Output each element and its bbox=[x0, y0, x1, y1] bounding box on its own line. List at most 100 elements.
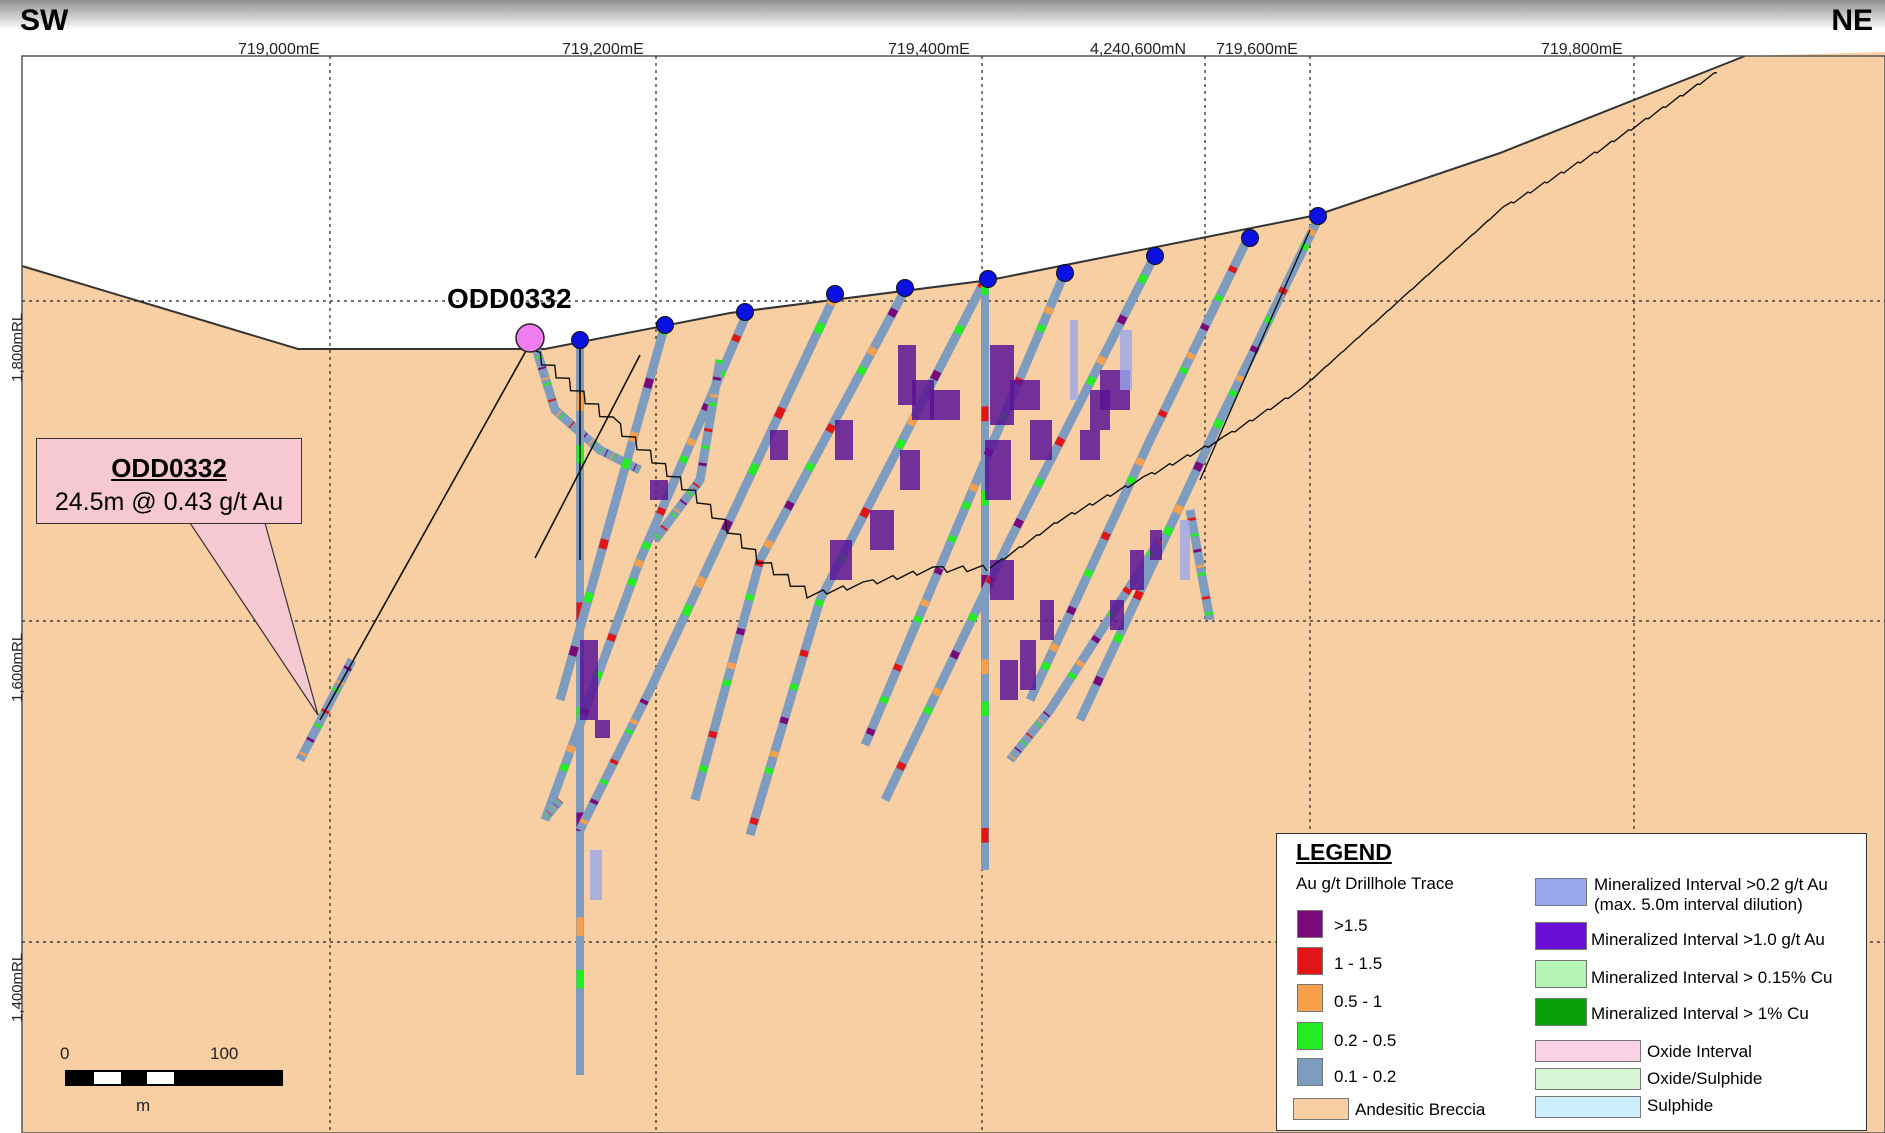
mineralized-interval bbox=[990, 560, 1014, 600]
grade-interval bbox=[343, 665, 352, 672]
grade-interval bbox=[1132, 589, 1144, 601]
grade-interval bbox=[627, 577, 637, 587]
rl-label: 1,600mRL bbox=[9, 633, 26, 702]
callout-value: 24.5m @ 0.43 g/t Au bbox=[54, 488, 284, 516]
scale-bar-graphic bbox=[65, 1070, 283, 1086]
grade-interval bbox=[1083, 568, 1094, 579]
grade-interval bbox=[1037, 718, 1045, 725]
grade-interval bbox=[1196, 564, 1205, 569]
grade-interval bbox=[813, 321, 826, 335]
grade-interval bbox=[701, 445, 710, 450]
grade-interval bbox=[879, 695, 890, 704]
grade-interval bbox=[599, 778, 609, 786]
grade-interval bbox=[1054, 436, 1066, 448]
collar-marker bbox=[1056, 264, 1074, 282]
mineralized-interval bbox=[1000, 660, 1018, 700]
grade-interval bbox=[1020, 739, 1028, 746]
grade-interval bbox=[673, 507, 681, 514]
grade-interval bbox=[621, 457, 632, 470]
grade-interval bbox=[1036, 323, 1047, 333]
collar-marker bbox=[1309, 207, 1327, 225]
mineralized-interval bbox=[835, 420, 853, 460]
grade-interval bbox=[1201, 595, 1211, 600]
collar-marker bbox=[1241, 229, 1259, 247]
grade-interval bbox=[947, 534, 957, 544]
grade-interval bbox=[745, 593, 755, 602]
grade-interval bbox=[1085, 375, 1097, 387]
scale-unit: m bbox=[136, 1096, 151, 1115]
grade-interval bbox=[609, 452, 615, 460]
grade-interval bbox=[709, 393, 719, 398]
grade-interval bbox=[1096, 354, 1107, 366]
grade-interval bbox=[632, 463, 638, 472]
grade-interval bbox=[581, 432, 588, 440]
grade-interval bbox=[669, 511, 678, 519]
mineralized-interval bbox=[900, 450, 920, 490]
grade-interval bbox=[1299, 242, 1310, 252]
axis-labels: 719,000mE 719,200mE 719,400mE 4,240,600m… bbox=[9, 41, 1623, 1022]
grade-interval bbox=[555, 409, 562, 417]
grade-interval bbox=[547, 398, 557, 403]
grade-interval bbox=[967, 612, 978, 623]
collars bbox=[515, 207, 1327, 353]
grade-interval bbox=[1199, 322, 1210, 332]
legend-swatch-grade bbox=[1297, 1058, 1323, 1086]
grade-interval bbox=[814, 598, 824, 608]
grade-interval bbox=[769, 749, 779, 759]
mineralized-interval bbox=[595, 720, 610, 738]
collar-marker bbox=[826, 285, 844, 303]
grade-interval bbox=[1092, 675, 1104, 687]
mineralized-interval bbox=[898, 345, 916, 405]
legend-trace-title: Au g/t Drillhole Trace bbox=[1296, 874, 1454, 893]
collar-marker bbox=[896, 279, 914, 297]
grade-interval bbox=[1137, 273, 1149, 285]
section-frame bbox=[21, 55, 1885, 1133]
grade-interval bbox=[643, 377, 654, 390]
legend-swatch-grade bbox=[1297, 1022, 1323, 1050]
grade-interval bbox=[538, 365, 547, 371]
grade-interval bbox=[1043, 305, 1054, 316]
grade-interval bbox=[1040, 661, 1051, 672]
grade-interval bbox=[1075, 659, 1085, 668]
grade-interval bbox=[1227, 265, 1238, 274]
grade-interval bbox=[825, 423, 837, 434]
mineralized-interval bbox=[650, 480, 668, 500]
northing-label: 4,240,600mN bbox=[1090, 41, 1186, 58]
pit-shell-west bbox=[529, 348, 988, 600]
mineralized-interval bbox=[912, 380, 934, 420]
grade-interval bbox=[1249, 345, 1260, 354]
easting-label: 719,000mE bbox=[238, 41, 320, 58]
grade-interval bbox=[698, 764, 709, 773]
grade-interval bbox=[1134, 456, 1146, 467]
grade-interval bbox=[698, 462, 707, 467]
legend-swatch-rock bbox=[1293, 1098, 1349, 1120]
grade-interval bbox=[783, 500, 795, 511]
legend-swatch-grade bbox=[1297, 984, 1323, 1012]
grade-interval bbox=[722, 678, 732, 688]
grade-interval bbox=[612, 453, 618, 462]
grade-interval bbox=[708, 402, 717, 407]
grade-interval bbox=[1197, 572, 1206, 577]
grade-interval bbox=[747, 462, 760, 476]
header-shading bbox=[0, 0, 1885, 30]
grade-interval bbox=[629, 718, 639, 726]
grade-interval bbox=[686, 437, 697, 447]
hole-projection-line bbox=[319, 348, 528, 721]
mineralized-interval-pale bbox=[1120, 330, 1132, 390]
collar-marker bbox=[656, 316, 674, 334]
grade-interval bbox=[686, 490, 694, 497]
legend-swatch-oxidation bbox=[1535, 1068, 1641, 1090]
grade-interval bbox=[712, 376, 722, 381]
callout-title: ODD0332 bbox=[111, 453, 227, 483]
grade-interval bbox=[773, 406, 786, 420]
grade-interval bbox=[1033, 477, 1045, 488]
grade-interval bbox=[1172, 504, 1184, 515]
mineralized-interval bbox=[1010, 380, 1040, 410]
mineralized-interval bbox=[1020, 640, 1036, 690]
grade-interval bbox=[789, 682, 799, 691]
legend-label-interval-note: (max. 5.0m interval dilution) bbox=[1594, 895, 1803, 914]
grade-interval bbox=[624, 728, 634, 736]
legend-label-oxidation: Sulphide bbox=[1647, 1096, 1714, 1115]
grade-interval bbox=[704, 427, 713, 433]
hole-projection-line bbox=[534, 354, 641, 559]
